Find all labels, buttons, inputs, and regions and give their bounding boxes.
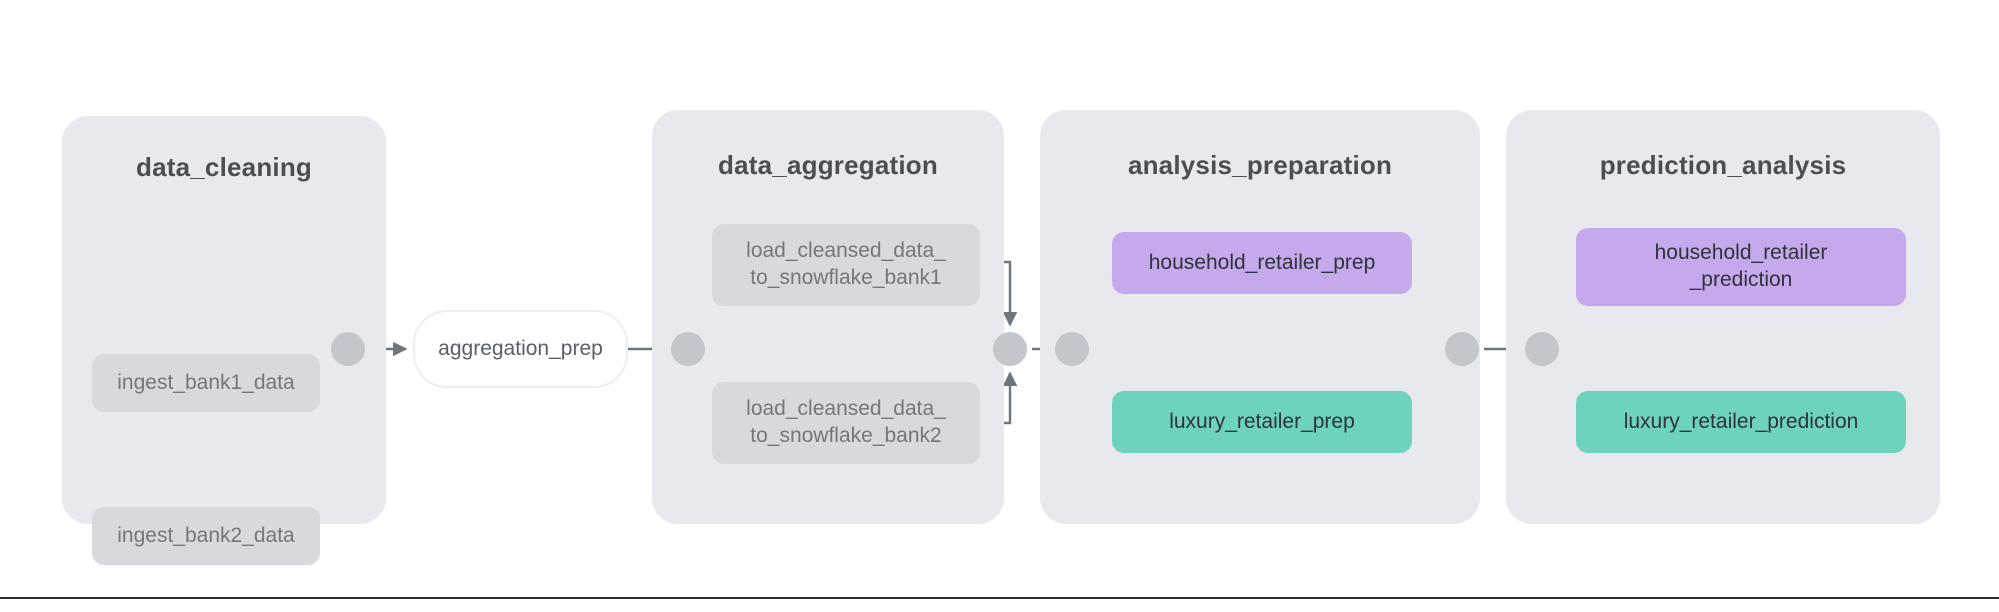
task-ingest-bank1-data[interactable]: ingest_bank1_data bbox=[92, 354, 320, 412]
join-dot-data-cleaning-out[interactable] bbox=[331, 332, 365, 366]
task-group-data-cleaning[interactable]: data_cleaning ingest_bank1_data ingest_b… bbox=[62, 116, 386, 565]
task-household-retailer-prep[interactable]: household_retailer_prep bbox=[1112, 232, 1412, 294]
task-group-analysis-preparation[interactable]: analysis_preparation household_retailer_… bbox=[1040, 110, 1480, 524]
join-dot-data-aggregation-in[interactable] bbox=[671, 332, 705, 366]
join-dot-analysis-preparation-out[interactable] bbox=[1445, 332, 1479, 366]
task-household-retailer-prediction[interactable]: household_retailer _prediction bbox=[1576, 228, 1906, 306]
group-title-analysis-preparation: analysis_preparation bbox=[1127, 150, 1393, 180]
join-dot-data-aggregation-out[interactable] bbox=[993, 332, 1027, 366]
task-luxury-retailer-prep[interactable]: luxury_retailer_prep bbox=[1112, 391, 1412, 453]
task-load-cleansed-data-to-snowflake-bank2[interactable]: load_cleansed_data_ to_snowflake_bank2 bbox=[712, 382, 980, 464]
join-dot-prediction-analysis-in[interactable] bbox=[1525, 332, 1559, 366]
task-group-data-aggregation[interactable]: data_aggregation load_cleansed_data_ to_… bbox=[652, 110, 1004, 524]
task-aggregation-prep[interactable]: aggregation_prep bbox=[413, 310, 628, 388]
task-group-prediction-analysis[interactable]: prediction_analysis household_retailer _… bbox=[1506, 110, 1940, 524]
task-luxury-retailer-prediction[interactable]: luxury_retailer_prediction bbox=[1576, 391, 1906, 453]
join-dot-analysis-preparation-in[interactable] bbox=[1055, 332, 1089, 366]
group-title-data-cleaning: data_cleaning bbox=[136, 152, 312, 182]
task-load-cleansed-data-to-snowflake-bank1[interactable]: load_cleansed_data_ to_snowflake_bank1 bbox=[712, 224, 980, 306]
task-ingest-bank2-data[interactable]: ingest_bank2_data bbox=[92, 507, 320, 565]
group-title-prediction-analysis: prediction_analysis bbox=[1599, 150, 1847, 180]
bottom-divider bbox=[0, 597, 1999, 599]
group-title-data-aggregation: data_aggregation bbox=[718, 150, 938, 180]
